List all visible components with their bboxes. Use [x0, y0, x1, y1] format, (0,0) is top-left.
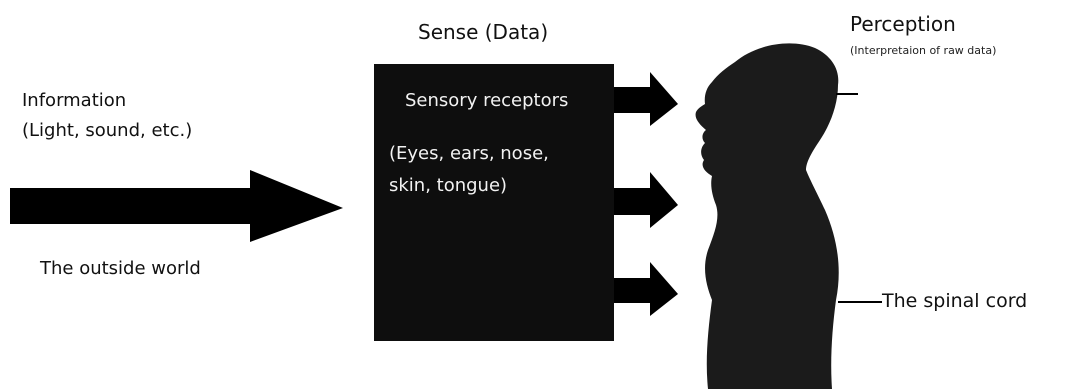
output-arrow-bottom — [614, 262, 678, 316]
sensory-receptors-list-line2: skin, tongue) — [389, 175, 507, 196]
output-arrow-middle — [614, 172, 678, 228]
perception-subtitle: (Interpretaion of raw data) — [850, 44, 996, 57]
outside-world-caption: The outside world — [40, 258, 201, 279]
human-silhouette — [696, 43, 839, 389]
information-detail: (Light, sound, etc.) — [22, 120, 192, 141]
input-arrow — [10, 170, 343, 242]
sensory-receptors-title: Sensory receptors — [405, 90, 568, 111]
output-arrow-top — [614, 72, 678, 126]
perception-title: Perception — [850, 12, 956, 36]
spinal-cord-label: The spinal cord — [882, 290, 1027, 312]
information-heading: Information — [22, 90, 126, 111]
sensory-receptors-list-line1: (Eyes, ears, nose, — [389, 143, 549, 164]
sense-title: Sense (Data) — [418, 20, 548, 44]
